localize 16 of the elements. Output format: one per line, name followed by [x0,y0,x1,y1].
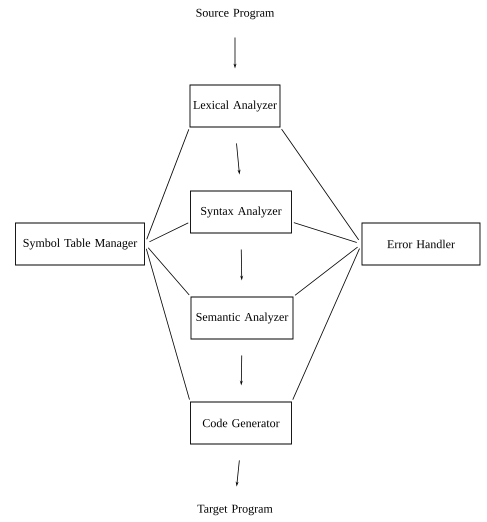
target-label: Target Program [197,504,273,516]
source-label: Source Program [196,8,274,20]
process-box: Error Handler [362,222,480,266]
process-box: Code Generator [190,402,292,444]
process-box: Syntax Analyzer [190,190,292,234]
connector-line [146,248,190,400]
connector-line [281,128,360,240]
connector-line [149,222,189,242]
connector-line [292,248,360,400]
connector-line [294,246,358,296]
connector-line [148,247,190,296]
process-box: Symbol Table Manager [15,222,145,266]
connector-line [293,222,358,243]
process-box: Lexical Analyzer [190,84,280,128]
connector-line [146,128,190,240]
process-box: Semantic Analyzer [190,296,294,340]
